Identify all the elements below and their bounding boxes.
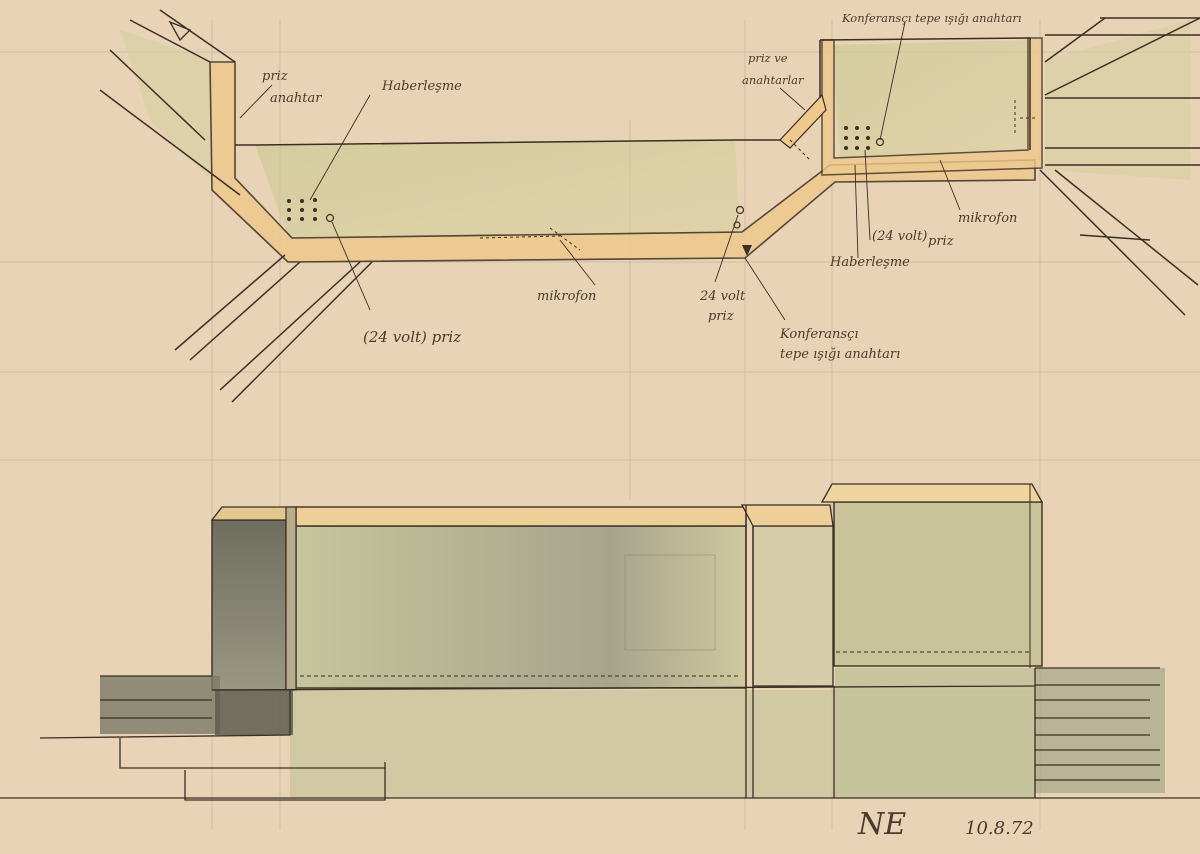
label-priz-ve: priz ve [748, 51, 788, 65]
socket-circles [325, 137, 885, 229]
elevation-desk-front [295, 525, 747, 689]
elevation-right-block [833, 501, 1043, 667]
plan-left-wash [120, 30, 210, 180]
right-steps-shade [1035, 668, 1165, 793]
label-priz-right: priz [928, 234, 954, 249]
leader-lines [239, 21, 961, 321]
label-anahtarlar: anahtarlar [742, 73, 805, 87]
plan-view: priz anahtar Haberleşme priz ve anahtarl… [99, 9, 1200, 403]
label-24volt-priz: priz [708, 309, 734, 324]
label-konferansci-top: Konferansçı tepe ışığı anahtarı [841, 11, 1022, 25]
label-mikrofon-right: mikrofon [958, 211, 1017, 226]
elevation-lines [0, 505, 1200, 801]
sketch-date: 10.8.72 [965, 818, 1034, 839]
socket-dots [287, 126, 870, 221]
corner-marker [742, 245, 752, 256]
label-priz: priz [262, 69, 288, 84]
label-anahtar: anahtar [270, 91, 322, 106]
label-24volt: 24 volt [699, 289, 746, 304]
plan-dashed-lines [479, 100, 1038, 251]
left-base-shade [215, 690, 293, 735]
signature-initials: NE [857, 807, 906, 842]
elevation-view [0, 483, 1200, 801]
elevation-faint-panel [624, 554, 716, 651]
label-24volt-priz-left: (24 volt) priz [363, 328, 461, 346]
label-mikrofon-center: mikrofon [537, 289, 596, 304]
elevation-desk-top [295, 506, 747, 527]
plan-left-wall [779, 93, 827, 149]
elevation-right-block-top [820, 483, 1044, 503]
elevation-connector-top [740, 504, 834, 527]
label-konferansci: Konferansçı [779, 327, 859, 342]
elevation-left-block-side [285, 506, 297, 691]
elevation-right-floor [835, 668, 1035, 798]
plan-right-floor-wash [832, 40, 1030, 158]
elevation-left-block [211, 519, 287, 691]
plan-right-wash [1045, 20, 1190, 180]
plan-floor-wash [255, 140, 740, 242]
left-steps-shade [100, 676, 220, 734]
plan-outline [99, 9, 1200, 403]
elevation-left-block-top [210, 506, 298, 521]
elevation-connector [752, 525, 834, 687]
label-24volt-right: (24 volt) [872, 229, 927, 244]
label-haberlesme-left: Haberleşme [381, 79, 462, 94]
label-haberlesme-right: Haberleşme [829, 255, 910, 270]
arrow-marker [168, 20, 192, 42]
label-tepe-isigi: tepe ışığı anahtarı [780, 347, 900, 362]
